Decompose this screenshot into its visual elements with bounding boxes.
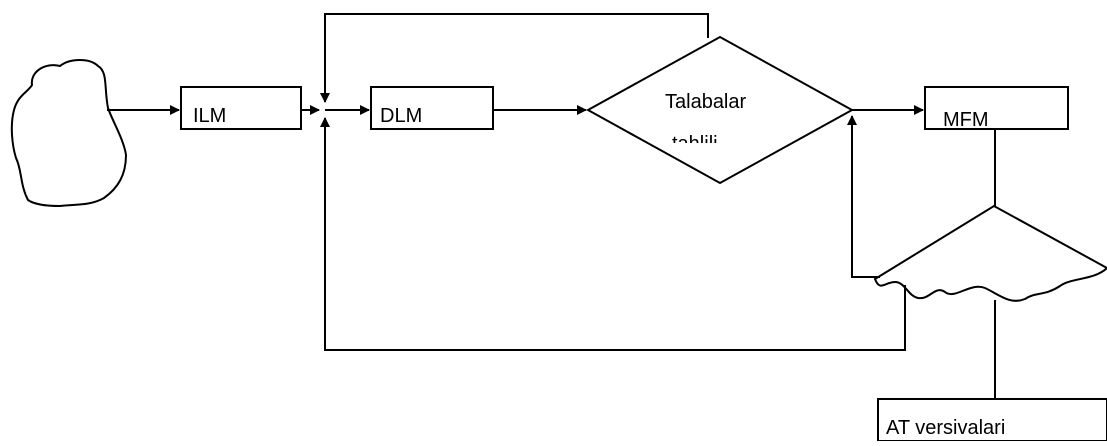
funnel-shape [873,204,1107,302]
ilm-box [180,86,302,130]
source-cloud-shape [10,59,128,208]
dlm-label: DLM [380,105,422,127]
mfm-box [924,86,1069,130]
funnel-to-decision-line [847,115,880,278]
top-feedback-line [320,13,709,103]
decision-label-line2-clip: tahlili [672,133,718,155]
decision-label-line2: tahlili [672,133,718,155]
ilm-label: ILM [193,105,226,127]
dlm-box [370,86,494,130]
at-versivalari-label: AT versivalari [886,417,1005,439]
decision-label-line1: Talabalar [665,91,747,113]
mfm-label: MFM [943,109,989,131]
bottom-feedback-line [320,117,906,351]
mfm-label-clip: MFM [943,109,989,131]
